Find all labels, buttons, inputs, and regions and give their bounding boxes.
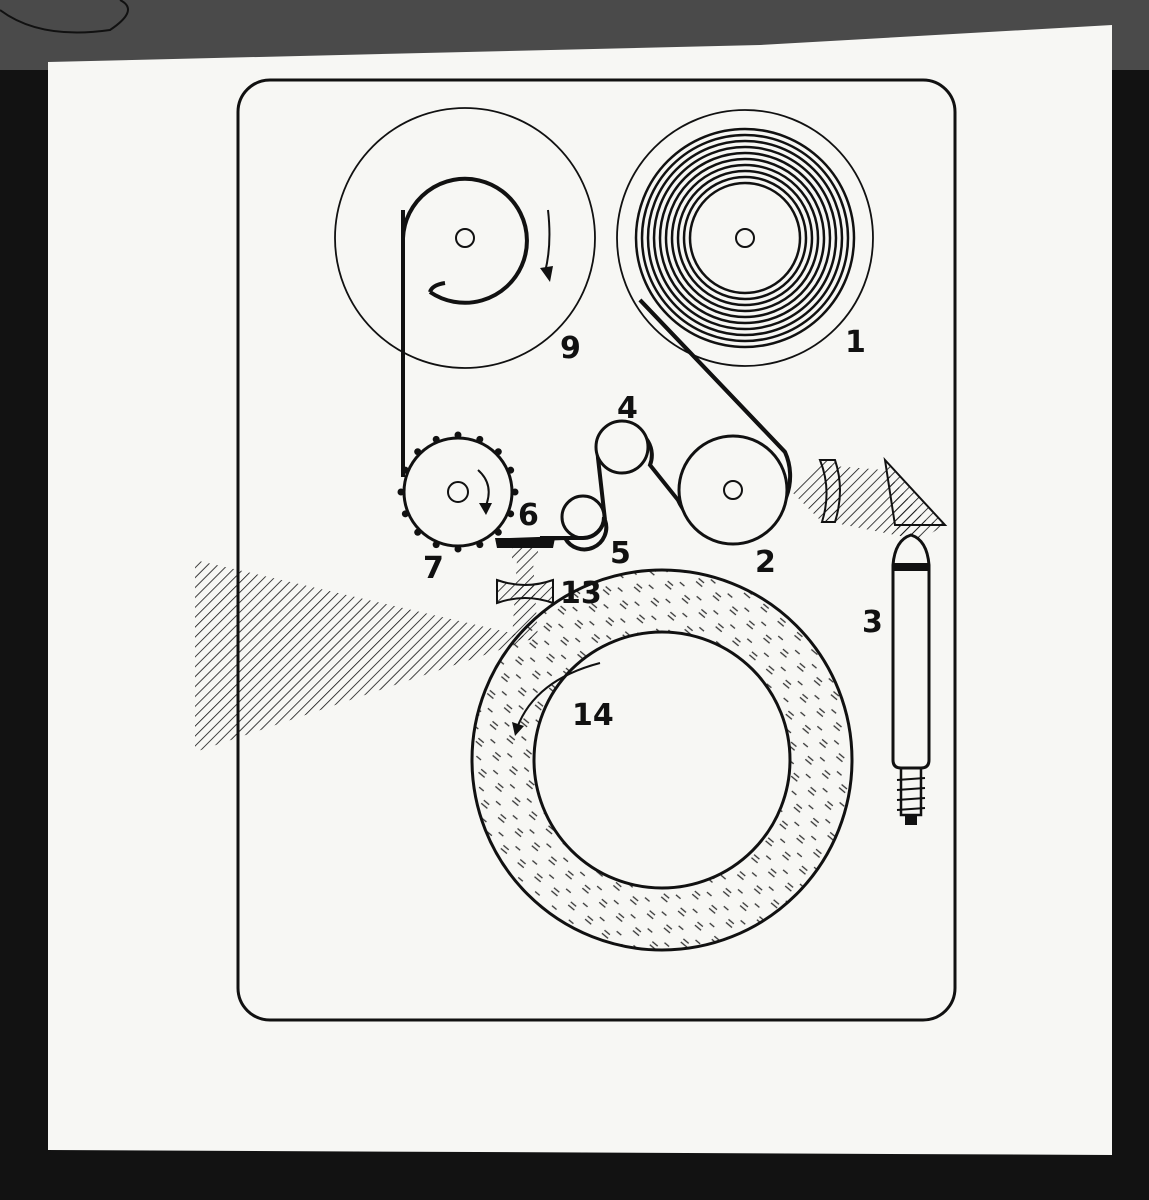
film-winding [682, 175, 808, 301]
sprocket-tooth [476, 541, 484, 549]
sprocket-tooth [511, 488, 519, 496]
rotating-disc [470, 568, 854, 952]
label-6: 6 [518, 498, 539, 533]
label-7: 7 [423, 551, 444, 586]
condenser-prism [790, 456, 948, 545]
sprocket-tooth [454, 545, 462, 553]
lamp [891, 533, 931, 825]
film-winding [688, 181, 802, 295]
sprocket-tooth [397, 488, 405, 496]
film-winding [658, 151, 832, 325]
label-9: 9 [560, 331, 581, 366]
sprocket-tooth [414, 528, 422, 536]
film-winding [664, 157, 826, 319]
label-13: 13 [560, 576, 602, 611]
label-1: 1 [845, 325, 866, 360]
upper-roller [594, 419, 650, 475]
label-14: 14 [572, 698, 614, 733]
sprocket-tooth [494, 448, 502, 456]
film-winding [670, 163, 820, 313]
sprocket-tooth [432, 435, 440, 443]
sprocket-tooth [401, 510, 409, 518]
label-2: 2 [755, 545, 776, 580]
projected-beam [195, 560, 535, 752]
supply-reel [616, 109, 874, 367]
sprocket-tooth [507, 466, 515, 474]
feed-roller [677, 434, 789, 546]
label-3: 3 [862, 605, 883, 640]
film-winding [634, 127, 856, 349]
sprocket-tooth [414, 448, 422, 456]
film-winding [640, 133, 850, 343]
film-winding [646, 139, 844, 337]
sprocket-tooth [432, 541, 440, 549]
sprocket-wheel [397, 431, 519, 553]
sprocket-tooth [401, 466, 409, 474]
sprocket-tooth [494, 528, 502, 536]
label-4: 4 [617, 391, 638, 426]
film-gate [495, 538, 555, 548]
film-winding [676, 169, 814, 307]
film-winding [652, 145, 838, 331]
takeup-reel [334, 107, 596, 369]
sprocket-tooth [507, 510, 515, 518]
frame [236, 78, 957, 1022]
sprocket-tooth [454, 431, 462, 439]
label-5: 5 [610, 536, 631, 571]
sprocket-tooth [476, 435, 484, 443]
